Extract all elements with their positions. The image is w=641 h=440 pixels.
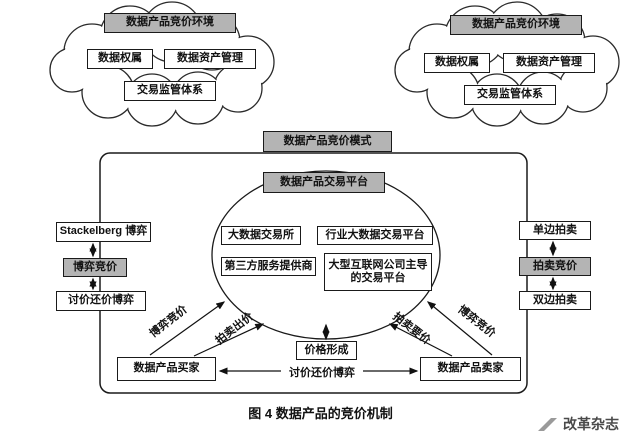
auction-bidding-box: 拍卖竞价 [519,257,591,276]
journal-logo-icon [538,418,557,431]
bargain-arrow-label: 讨价还价博弈 [281,364,363,379]
cloud-right-title: 数据产品竞价环境 [450,15,582,35]
arrow-buyer-game [149,301,226,356]
cloud-left-data-ownership: 数据权属 [87,49,153,69]
arrow-seller-game [426,301,493,356]
cloud-left-regulation: 交易监管体系 [124,81,216,101]
buyer-box: 数据产品买家 [117,357,216,381]
journal-brand-text: 改革杂志 [563,416,619,432]
seller-box: 数据产品卖家 [420,357,521,381]
cloud-left-title: 数据产品竞价环境 [104,13,236,33]
cloud-right-data-ownership: 数据权属 [424,53,490,73]
platform-big-data-exchange: 大数据交易所 [221,226,301,245]
stackelberg-game-box: Stackelberg 博弈 [56,222,151,242]
bidding-mode-title: 数据产品竞价模式 [263,131,392,152]
bargaining-game-box: 讨价还价博弈 [56,291,146,311]
platform-internet-company: 大型互联网公司主导的交易平台 [324,253,432,291]
double-auction-box: 双边拍卖 [519,291,591,310]
cloud-right-asset-management: 数据资产管理 [503,53,595,73]
cloud-left-asset-management: 数据资产管理 [164,49,256,69]
platform-industry-exchange: 行业大数据交易平台 [317,226,433,245]
platform-third-party: 第三方服务提供商 [221,257,316,276]
game-bidding-box: 博弈竞价 [63,258,127,277]
cloud-right-regulation: 交易监管体系 [464,85,556,105]
single-auction-box: 单边拍卖 [519,221,591,240]
arrow-seller-ask [388,323,453,357]
price-formation-box: 价格形成 [296,341,357,360]
platform-title: 数据产品交易平台 [263,172,385,193]
arrow-buyer-bid [193,323,265,357]
figure-caption: 图 4 数据产品的竞价机制 [248,406,393,421]
journal-brand: 改革杂志 [536,414,619,434]
